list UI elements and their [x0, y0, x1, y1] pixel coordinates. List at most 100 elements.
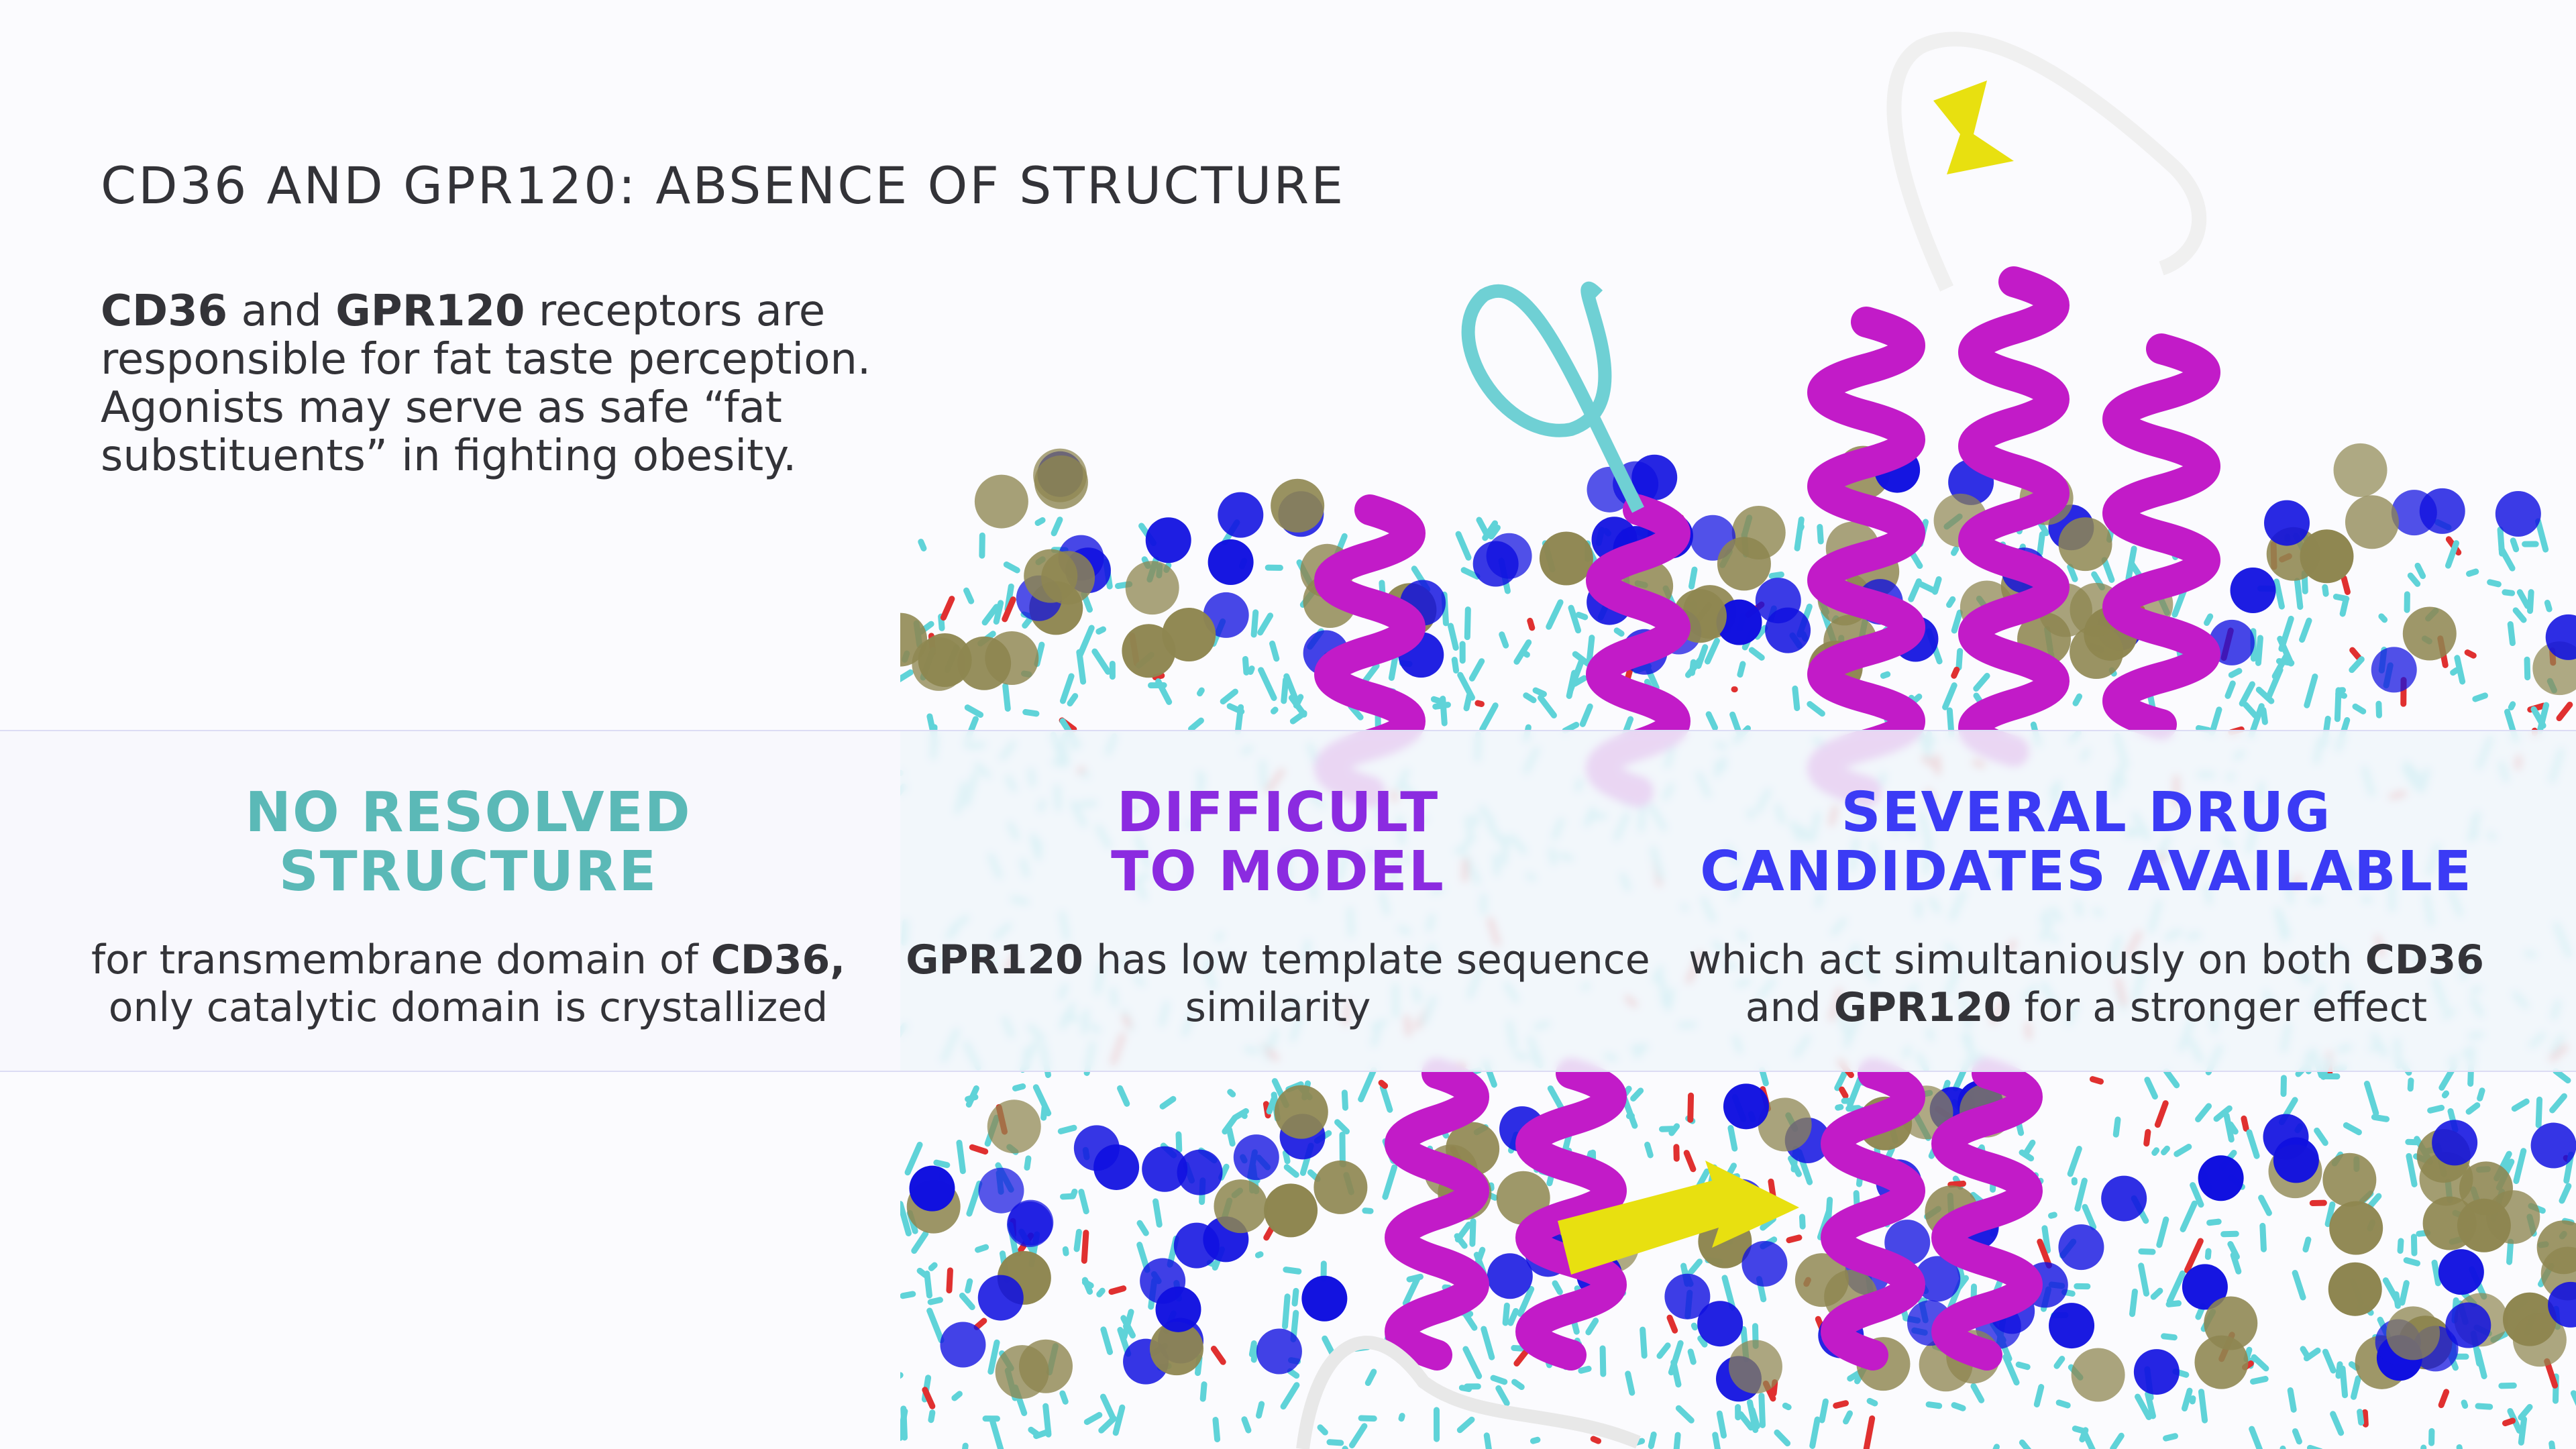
lipid-tail [2154, 1100, 2169, 1128]
lipid-tail [1749, 1407, 1760, 1430]
lipid-tail [2406, 1152, 2418, 1187]
lipid-tail [1024, 1155, 1032, 1171]
glycerol-sphere [1018, 1339, 1073, 1393]
lipid-tail [1083, 1411, 1103, 1426]
lipid-tail [1758, 1393, 1766, 1428]
lipid-tail [2300, 1346, 2311, 1360]
phosphate-sphere [978, 1167, 1024, 1214]
lipid-tail [1281, 677, 1289, 704]
lipid-tail [2445, 540, 2460, 569]
lipid-tail [1242, 655, 1250, 676]
lipid-tail [2156, 1216, 2169, 1248]
lipid-tail [2255, 686, 2275, 704]
lipid-tail [1454, 1222, 1472, 1243]
lipid-tail [1716, 1410, 1727, 1439]
glycerol-sphere [1271, 478, 1325, 533]
helix [1931, 1058, 2043, 1371]
lipid-tail [1460, 567, 1481, 580]
lipid-tail [2074, 1177, 2088, 1212]
lipid-tail [1152, 1198, 1163, 1228]
lipid-tail [962, 1442, 969, 1449]
phosphate-sphere [1140, 1258, 1186, 1304]
lipid-tail [2535, 1096, 2543, 1128]
phosphate-sphere [1218, 492, 1264, 538]
phosphate-sphere [2264, 500, 2310, 546]
lipid-tail [1358, 1415, 1377, 1422]
lipid-tail [966, 1180, 983, 1217]
lipid-tail [2341, 575, 2351, 595]
lipid-tail [2204, 613, 2214, 627]
lipid-tail [2322, 584, 2329, 597]
glycerol-sphere [987, 1099, 1041, 1154]
page-title: CD36 AND GPR120: ABSENCE OF STRUCTURE [101, 156, 1346, 215]
lipid-tail [1673, 1432, 1681, 1449]
lipid-tail [1511, 1379, 1525, 1391]
lipid-tail [2166, 1270, 2186, 1305]
lipid-tail [1737, 1411, 1754, 1431]
lipid-tail [1648, 1431, 1657, 1449]
lipid-tail [2507, 621, 2516, 647]
lipid-tail [2511, 1098, 2530, 1112]
phosphate-sphere [1006, 1201, 1053, 1248]
lipid-tail [969, 1144, 989, 1155]
lipid-tail [2134, 1393, 2152, 1420]
lipid-tail [1398, 1413, 1405, 1422]
lipid-tail [2461, 1399, 2469, 1409]
lipid-tail [2378, 613, 2388, 623]
lipid-tail [2544, 1358, 2559, 1389]
lipid-tail [1562, 721, 1580, 734]
lipid-tail [1640, 1326, 1648, 1359]
lipid-tail [1951, 1402, 1966, 1411]
lipid-tail [1768, 571, 1784, 580]
phosphate-sphere [1472, 541, 1519, 587]
phosphate-sphere [1073, 1125, 1120, 1171]
lipid-tail [1527, 617, 1536, 631]
loop [1461, 281, 1644, 513]
lipid-tail [2243, 702, 2259, 719]
lipid-tail [2559, 1183, 2572, 1204]
lipid-tail [2161, 1145, 2170, 1156]
lipid-tail [1572, 651, 1591, 667]
lipid-tail [2524, 656, 2531, 681]
lipid-tail [1463, 692, 1472, 712]
lipid-tail [1451, 657, 1460, 674]
lipid-tail [2556, 701, 2573, 722]
glycerol-sphere [1033, 448, 1087, 502]
lipid-tail [1227, 1089, 1236, 1097]
lipid-tail [2224, 680, 2236, 699]
glycerol-sphere [2329, 1201, 2383, 1255]
lipid-tail [2145, 1391, 2156, 1419]
lipid-tail [1266, 1096, 1277, 1115]
lipid-tail [1568, 604, 1582, 634]
lipid-tail [1341, 1089, 1348, 1111]
lipid-tail [1517, 1286, 1535, 1317]
beta-sheet [1933, 80, 2014, 174]
lipid-tail [1226, 703, 1245, 715]
lipid-tail [922, 1387, 936, 1409]
lipid-tail [1481, 1326, 1495, 1360]
lipid-tail [1613, 627, 1625, 637]
lipid-tail [1675, 1405, 1695, 1424]
lipid-tail [1970, 1383, 1985, 1403]
lipid-tail [1947, 1180, 1966, 1188]
lipid-tail [1258, 667, 1277, 701]
lipid-tail [2294, 578, 2304, 610]
lipid-tail [1625, 1371, 1635, 1396]
lipid-tail [2125, 545, 2137, 582]
helix [2102, 333, 2220, 740]
lipid-tail [2349, 647, 2362, 661]
lipid-tail [2165, 1300, 2182, 1307]
lipid-tail [2227, 1121, 2239, 1135]
intro-text: receptors are responsible for fat taste … [101, 286, 871, 481]
lipid-tail [1697, 1335, 1708, 1348]
glycerol-sphere [2386, 1306, 2440, 1360]
glycerol-sphere [1728, 1340, 1782, 1394]
lipid-tail [928, 1409, 936, 1424]
phosphate-sphere [909, 1165, 955, 1212]
lipid-tail [1538, 694, 1557, 718]
phosphate-sphere [2432, 1120, 2478, 1166]
lipid-tail [2277, 635, 2294, 667]
phosphate-sphere [2371, 647, 2417, 693]
